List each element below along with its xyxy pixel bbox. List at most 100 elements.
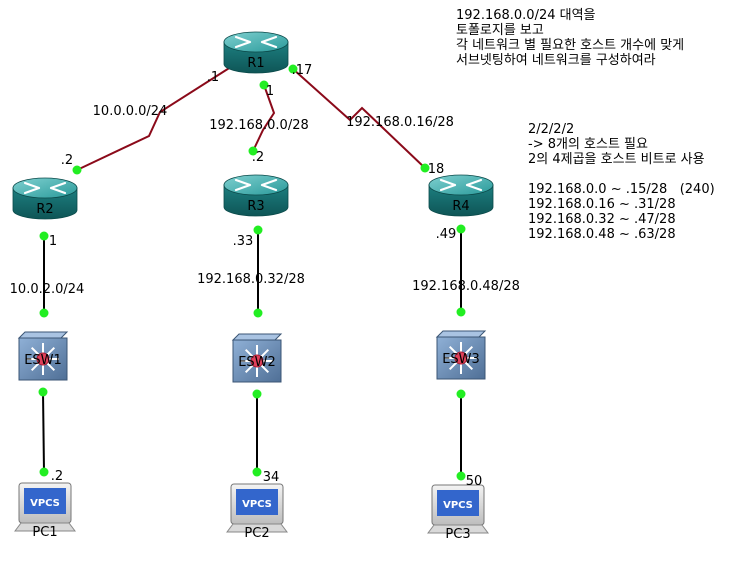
switch-center-icon bbox=[250, 354, 264, 368]
link-r4-esw3[interactable] bbox=[456, 224, 466, 317]
network-label: 10.0.2.0/24 bbox=[10, 282, 85, 297]
port-dot bbox=[39, 308, 49, 318]
port-dot bbox=[288, 64, 298, 74]
note-line: 192.168.0.0 ~ .15/28 (240) bbox=[528, 182, 715, 197]
note-line: -> 8개의 호스트 필요 bbox=[528, 137, 648, 152]
interface-label: 1 bbox=[49, 234, 57, 249]
link-line bbox=[252, 84, 276, 152]
router-top bbox=[428, 174, 494, 196]
device-label: R3 bbox=[247, 199, 264, 214]
monitor-screen bbox=[24, 488, 66, 514]
note-line: 2/2/2/2 bbox=[528, 122, 575, 137]
vpcs-screen-text: VPCS bbox=[30, 498, 60, 509]
note-line bbox=[528, 167, 715, 182]
switch-top bbox=[17, 331, 69, 339]
network-label: 192.168.0.32/28 bbox=[197, 272, 305, 287]
device-esw1[interactable]: ESW1 bbox=[17, 331, 69, 381]
device-r1[interactable]: R1 bbox=[223, 31, 289, 74]
port-dot bbox=[456, 307, 466, 317]
vpcs-screen-text: VPCS bbox=[242, 499, 272, 510]
link-esw3-pc3[interactable] bbox=[456, 389, 466, 481]
note-line: 토폴로지를 보고 bbox=[456, 23, 544, 38]
note-line: 192.168.0.32 ~ .47/28 bbox=[528, 212, 676, 227]
vpcs-screen-text: VPCS bbox=[443, 500, 473, 511]
network-label: 192.168.0.48/28 bbox=[412, 279, 520, 294]
link-r2-esw1[interactable] bbox=[39, 231, 49, 318]
network-label: 192.168.0.0/28 bbox=[209, 118, 309, 133]
router-arrows-icon bbox=[234, 178, 278, 192]
link-esw2-pc2[interactable] bbox=[252, 389, 262, 477]
network-label: 192.168.0.16/28 bbox=[346, 115, 454, 130]
device-r2[interactable]: R2 bbox=[12, 177, 78, 220]
interface-label: 1 bbox=[266, 84, 274, 99]
pc-keyboard bbox=[427, 524, 489, 534]
switch-center-icon bbox=[454, 351, 468, 365]
port-dot bbox=[259, 80, 269, 90]
device-r3[interactable]: R3 bbox=[223, 174, 289, 217]
interface-label: .2 bbox=[61, 153, 73, 168]
device-label: PC3 bbox=[445, 527, 470, 542]
link-line bbox=[292, 68, 426, 169]
link-r1-r3[interactable] bbox=[248, 80, 276, 156]
device-label: PC2 bbox=[244, 526, 269, 541]
device-pc1[interactable]: VPCS PC1 bbox=[14, 482, 76, 540]
interface-label: 18 bbox=[428, 162, 445, 177]
device-label: ESW1 bbox=[24, 353, 62, 368]
switch-top bbox=[231, 333, 283, 341]
interface-label: 50 bbox=[466, 474, 483, 489]
device-label: ESW2 bbox=[238, 355, 276, 370]
interface-label: .17 bbox=[292, 63, 313, 78]
note-line: 192.168.0.0/24 대역을 bbox=[456, 8, 596, 23]
device-esw2[interactable]: ESW2 bbox=[231, 333, 283, 383]
note-line: 192.168.0.48 ~ .63/28 bbox=[528, 227, 676, 242]
device-label: R1 bbox=[247, 56, 264, 71]
port-dot bbox=[253, 225, 263, 235]
port-dot bbox=[456, 389, 466, 399]
port-dot bbox=[252, 389, 262, 399]
device-label: PC1 bbox=[32, 525, 57, 540]
interface-label: .49 bbox=[436, 227, 457, 242]
router-arrows-icon bbox=[23, 181, 67, 195]
pc-keyboard bbox=[14, 522, 76, 532]
router-top bbox=[223, 174, 289, 196]
link-r3-esw2[interactable] bbox=[253, 225, 263, 318]
link-esw1-pc1[interactable] bbox=[38, 387, 49, 477]
device-esw3[interactable]: ESW3 bbox=[435, 330, 487, 380]
port-dot bbox=[420, 163, 430, 173]
note-line: 서브넷팅하여 네트워크를 구성하여라 bbox=[456, 53, 656, 68]
router-top bbox=[12, 177, 78, 199]
link-r1-r4[interactable] bbox=[288, 64, 430, 173]
monitor-screen bbox=[437, 490, 479, 516]
pc-keyboard bbox=[226, 523, 288, 533]
device-label: R4 bbox=[452, 199, 469, 214]
link-line bbox=[76, 64, 235, 171]
port-dot bbox=[456, 224, 466, 234]
link-line bbox=[42, 391, 45, 473]
device-pc2[interactable]: VPCS PC2 bbox=[226, 483, 288, 541]
device-label: ESW3 bbox=[442, 352, 480, 367]
port-dot bbox=[248, 146, 258, 156]
interface-label: .2 bbox=[252, 150, 264, 165]
device-label: R2 bbox=[36, 202, 53, 217]
interface-label: .1 bbox=[207, 70, 219, 85]
port-dot bbox=[253, 308, 263, 318]
interface-label: .33 bbox=[233, 234, 254, 249]
port-dot bbox=[72, 165, 82, 175]
device-r4[interactable]: R4 bbox=[428, 174, 494, 217]
router-arrows-icon bbox=[439, 178, 483, 192]
note-line: 2의 4제곱을 호스트 비트로 사용 bbox=[528, 152, 705, 167]
port-dot bbox=[39, 467, 49, 477]
port-dot bbox=[39, 231, 49, 241]
port-dot bbox=[38, 387, 48, 397]
interface-label: 34 bbox=[263, 470, 280, 485]
port-dot bbox=[252, 467, 262, 477]
router-top bbox=[223, 31, 289, 53]
device-pc3[interactable]: VPCS PC3 bbox=[427, 484, 489, 542]
note-line: 각 네트워크 별 필요한 호스트 개수에 맞게 bbox=[456, 38, 685, 53]
monitor-screen bbox=[236, 489, 278, 515]
switch-top bbox=[435, 330, 487, 338]
interface-label: .2 bbox=[51, 469, 63, 484]
